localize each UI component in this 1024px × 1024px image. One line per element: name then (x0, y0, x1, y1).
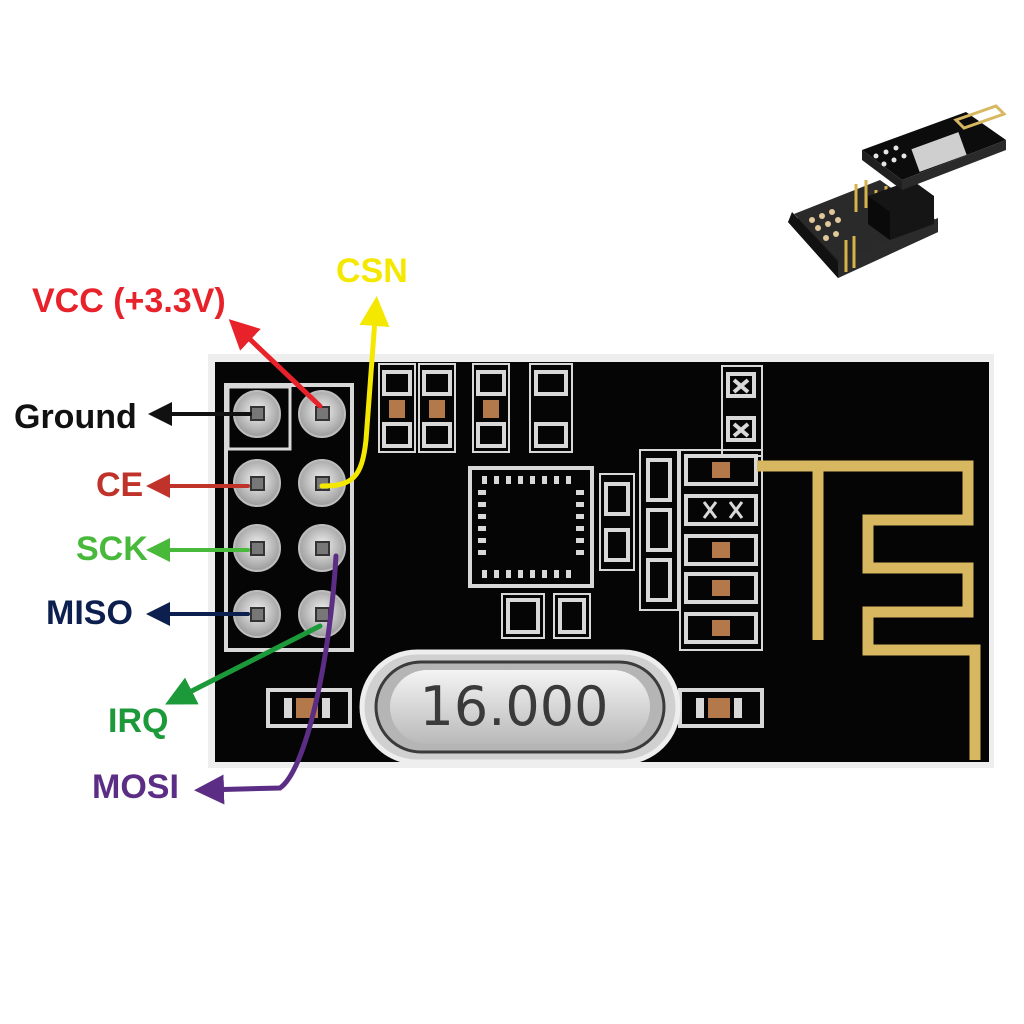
pin-pad-mosi (298, 524, 346, 572)
label-csn: CSN (336, 252, 408, 290)
pin-header (224, 383, 354, 652)
smd-resistor-bodies (389, 400, 499, 418)
label-sck: SCK (76, 530, 148, 568)
label-vcc: VCC (+3.3V) (32, 282, 226, 320)
rf-chip-qfn (468, 466, 594, 588)
label-miso: MISO (46, 594, 133, 632)
crystal-frequency-label: 16.000 (420, 675, 609, 738)
callout-lines (146, 296, 390, 805)
smd-diodes-right (721, 365, 763, 457)
vcc-callout-arrow (228, 319, 323, 409)
label-ground: Ground (14, 398, 137, 436)
pcb-antenna-trace (757, 460, 981, 760)
label-irq: IRQ (108, 702, 168, 740)
module-adapter-photo (788, 104, 1007, 278)
crystal-oscillator: 16.000 (266, 649, 764, 765)
irq-callout-arrow (165, 623, 323, 705)
pin-labels: VCC (+3.3V) CSN Ground CE SCK MISO IRQ M… (14, 252, 408, 806)
pin-pad-ce (233, 459, 281, 507)
crystal-cap-right (708, 698, 730, 718)
smd-components-middle (501, 449, 679, 639)
pin-pad-sck (233, 524, 281, 572)
label-mosi: MOSI (92, 768, 179, 806)
smd-resistor-column (679, 449, 763, 651)
csn-callout-arrow (319, 296, 390, 489)
pin-pad-miso (233, 590, 281, 638)
label-ce: CE (96, 466, 143, 504)
pin-pad-vcc (298, 390, 346, 438)
mosi-callout-arrow (194, 553, 339, 805)
smd-components-top (378, 363, 573, 453)
pin-pad-irq (298, 590, 346, 638)
